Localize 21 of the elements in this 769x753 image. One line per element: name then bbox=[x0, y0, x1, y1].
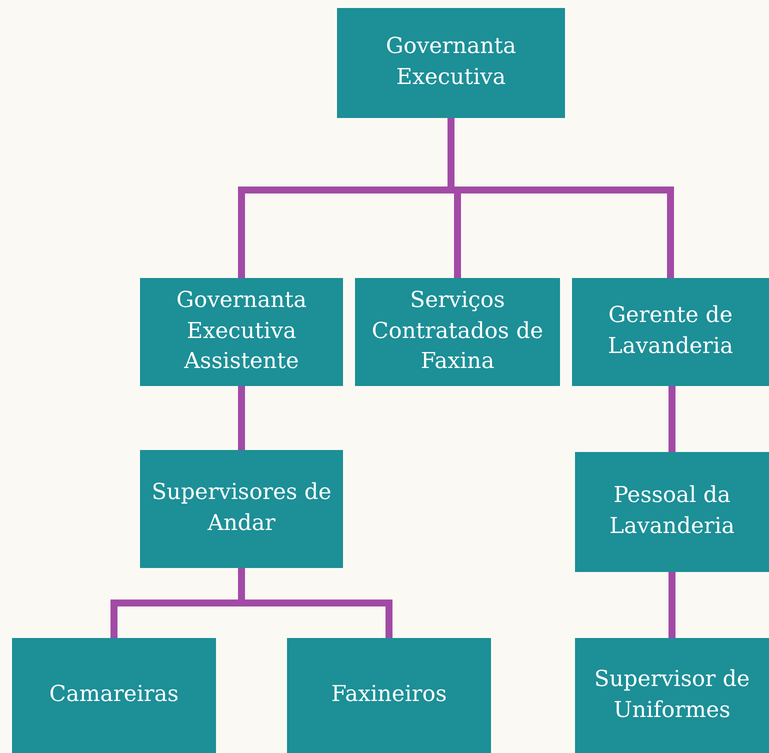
org-box bbox=[12, 638, 216, 753]
org-box bbox=[337, 8, 565, 118]
org-box bbox=[355, 278, 560, 386]
org-box bbox=[140, 450, 343, 568]
connector-line bbox=[668, 386, 676, 452]
position-title: Governanta Executiva bbox=[384, 33, 518, 92]
org-box bbox=[140, 278, 343, 386]
connector-line bbox=[668, 572, 676, 638]
connector-line bbox=[238, 386, 245, 450]
position-title: Serviços Contratados de Faxina bbox=[370, 286, 544, 376]
position-title: Supervisor de Uniformes bbox=[593, 666, 751, 724]
org-box bbox=[287, 638, 491, 753]
position-title: Camareiras bbox=[49, 681, 179, 710]
org-box bbox=[575, 638, 769, 753]
org-box bbox=[575, 452, 769, 572]
org-box bbox=[572, 278, 769, 386]
position-title: Gerente de Lavanderia bbox=[606, 302, 734, 361]
position-title: Supervisores de Andar bbox=[150, 479, 332, 538]
position-title: Pessoal da Lavanderia bbox=[608, 482, 736, 541]
position-title: Governanta Executiva Assistente bbox=[175, 286, 308, 376]
position-title: Faxineiros bbox=[331, 681, 447, 710]
